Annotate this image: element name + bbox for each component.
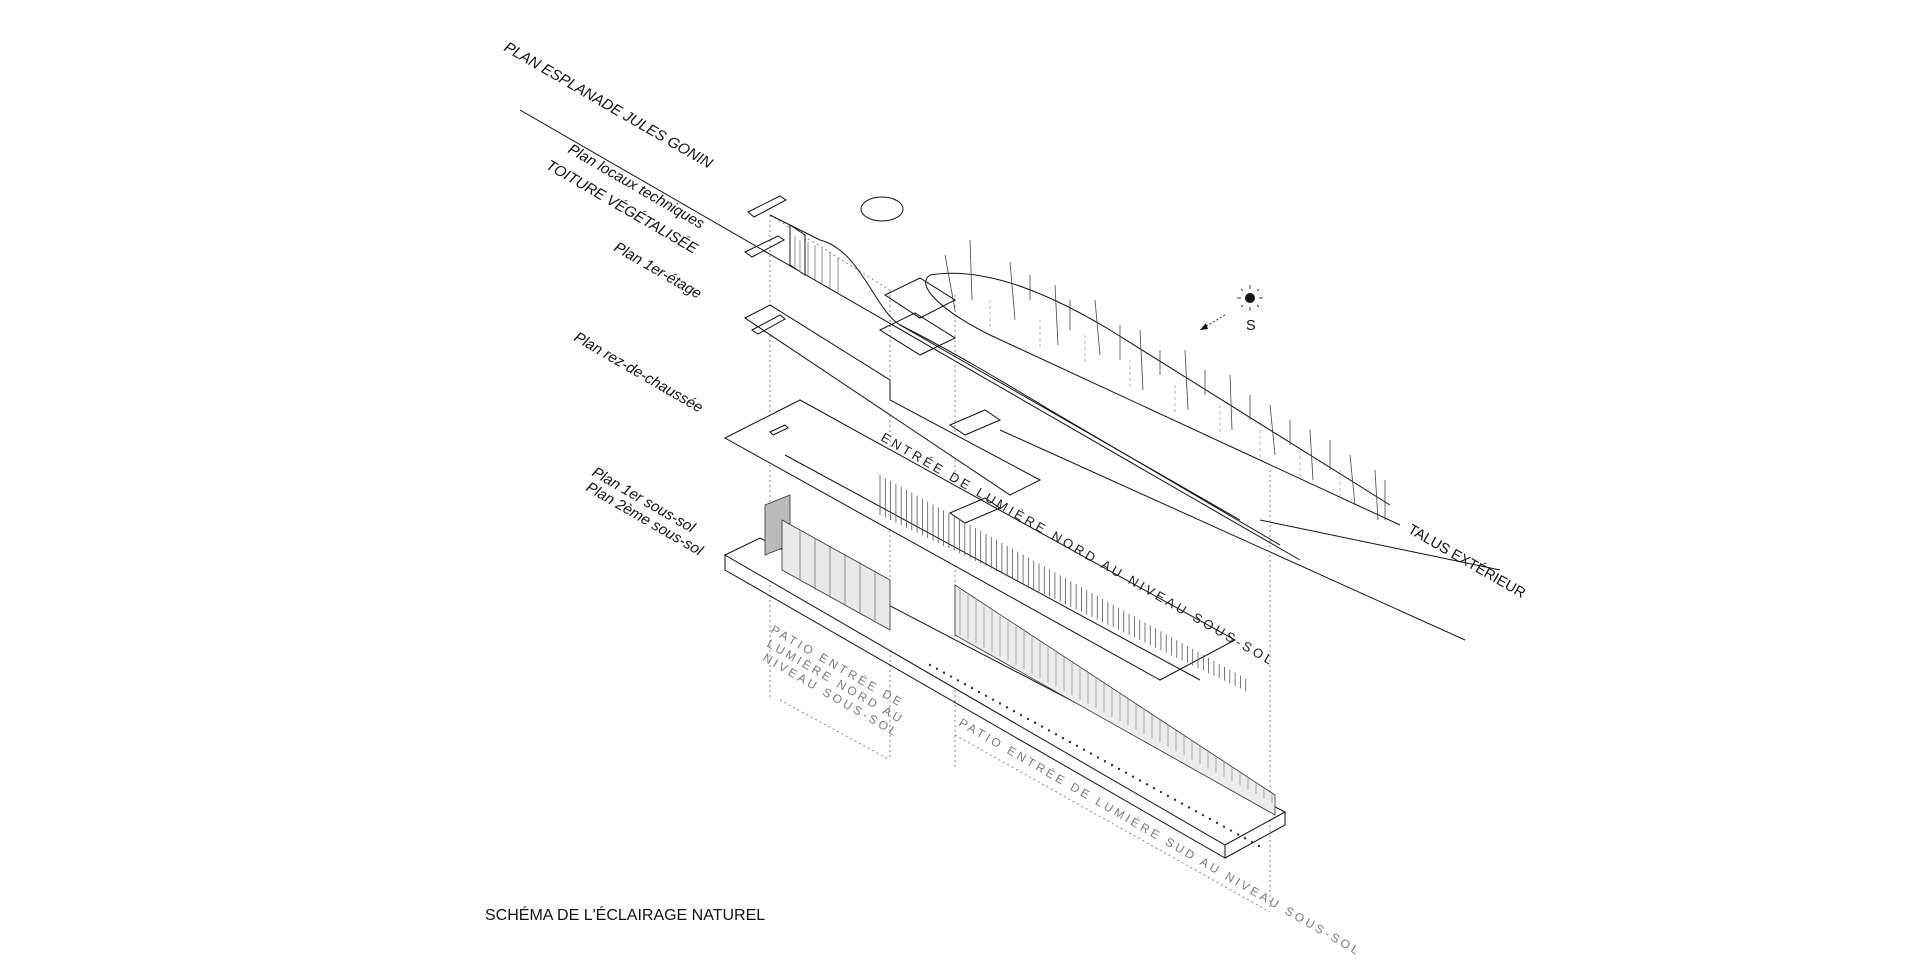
label-plan-esplanade: PLAN ESPLANADE JULES GONIN bbox=[501, 39, 715, 173]
dot bbox=[1145, 783, 1149, 786]
dot bbox=[942, 671, 946, 674]
dot bbox=[1159, 790, 1163, 794]
first-floor-plan bbox=[744, 304, 1042, 496]
dot bbox=[1019, 713, 1023, 717]
dot bbox=[935, 667, 939, 671]
dot bbox=[1187, 806, 1191, 809]
dot bbox=[1138, 779, 1142, 782]
compass-label: S bbox=[1246, 318, 1256, 334]
dot bbox=[1117, 767, 1121, 771]
dot bbox=[1215, 821, 1219, 825]
dot bbox=[1208, 817, 1212, 821]
diagram-caption: SCHÉMA DE L'ÉCLAIRAGE NATUREL bbox=[485, 907, 766, 924]
dot bbox=[1131, 775, 1135, 778]
dot bbox=[1061, 736, 1065, 740]
roof-hatching bbox=[794, 236, 839, 293]
dot bbox=[1257, 844, 1261, 848]
talus-vegetation-light bbox=[989, 300, 1341, 500]
dot bbox=[1173, 798, 1177, 801]
talus-vegetation bbox=[944, 239, 1386, 521]
dot bbox=[998, 702, 1002, 705]
dot bbox=[1222, 825, 1226, 828]
dot bbox=[1250, 840, 1254, 844]
compass: S bbox=[1199, 285, 1263, 334]
dot bbox=[1166, 794, 1170, 798]
dot bbox=[1096, 756, 1100, 759]
dot bbox=[1047, 729, 1051, 732]
north-light-hatching bbox=[879, 475, 1247, 691]
dot bbox=[1054, 733, 1058, 736]
dot bbox=[1040, 725, 1044, 728]
dot bbox=[1005, 706, 1009, 709]
dot bbox=[1012, 710, 1016, 713]
dot bbox=[949, 675, 953, 678]
dot bbox=[1103, 760, 1107, 763]
dot bbox=[1075, 744, 1079, 748]
dot bbox=[1110, 763, 1114, 767]
dot bbox=[991, 698, 995, 701]
basement-patio-north-lines bbox=[799, 530, 876, 622]
dot bbox=[1152, 787, 1156, 790]
dot bbox=[963, 683, 967, 686]
dot bbox=[984, 694, 988, 697]
roof-plan bbox=[744, 195, 1241, 521]
dot bbox=[977, 690, 981, 694]
dot bbox=[1082, 748, 1086, 751]
south-patio-dots bbox=[928, 663, 1261, 848]
basement-patio-south-lines bbox=[959, 590, 1273, 803]
label-plan-rdc: Plan rez-de-chaussée bbox=[571, 329, 706, 417]
dot bbox=[970, 686, 974, 690]
dot bbox=[928, 663, 932, 667]
dot bbox=[1033, 721, 1037, 724]
dot bbox=[1068, 740, 1072, 744]
dot bbox=[1089, 752, 1093, 755]
dot bbox=[1243, 837, 1247, 840]
dot bbox=[1229, 829, 1233, 832]
reference-lines bbox=[519, 109, 1501, 641]
label-patio-nord-2: LUMIÈRE NORD AU bbox=[765, 636, 908, 727]
dot bbox=[1124, 771, 1128, 774]
dot bbox=[1180, 802, 1184, 805]
basement-patio-south bbox=[954, 584, 1276, 816]
dot bbox=[1236, 833, 1240, 836]
dot bbox=[956, 679, 960, 682]
dot bbox=[1194, 810, 1198, 813]
basement-patio-north bbox=[764, 494, 891, 631]
dot bbox=[1026, 717, 1030, 721]
sun-icon bbox=[1245, 293, 1255, 303]
dot bbox=[1201, 813, 1205, 817]
label-talus: TALUS EXTÉRIEUR bbox=[1405, 521, 1528, 602]
